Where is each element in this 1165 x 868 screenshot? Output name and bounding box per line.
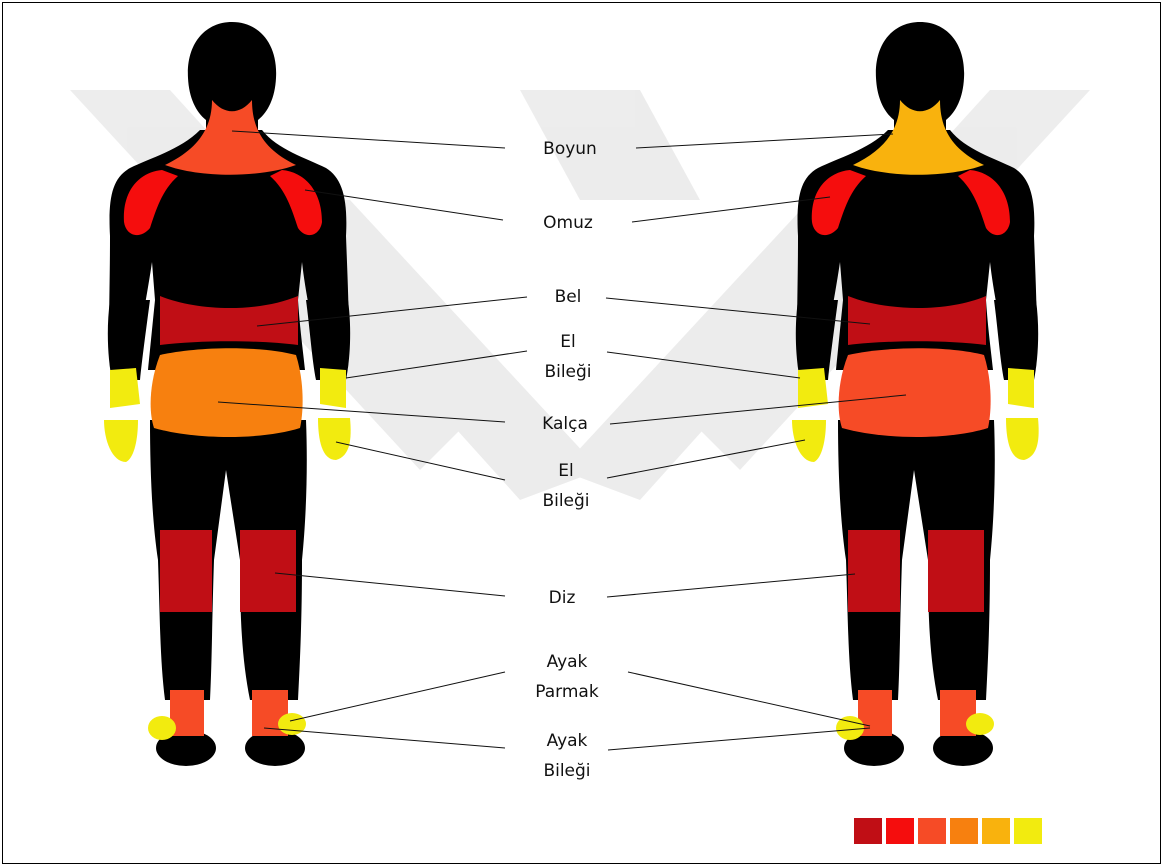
right-knee-zone (240, 530, 296, 612)
label-shoulder: Omuz (543, 213, 593, 233)
color-swatch-5 (982, 818, 1010, 844)
label-toe-line1: Ayak (547, 652, 588, 672)
label-wrist-1-line1: El (560, 332, 575, 352)
label-ankle-line2: Bileği (543, 761, 590, 781)
color-swatch-3 (918, 818, 946, 844)
right-hand-zone (318, 418, 351, 460)
hip-zone (839, 348, 991, 437)
right-wrist-zone (320, 368, 346, 408)
color-swatch-1 (854, 818, 882, 844)
label-toe-line2: Parmak (535, 682, 599, 702)
right-forearm (994, 300, 1038, 380)
left-wrist-zone (798, 368, 828, 408)
color-scale-legend (854, 818, 1042, 844)
left-hand-zone (104, 420, 138, 462)
left-toe-zone (148, 716, 176, 740)
right-hand-zone (1006, 418, 1039, 460)
label-wrist-1-line2: Bileği (544, 362, 591, 382)
left-knee-zone (160, 530, 212, 612)
color-swatch-4 (950, 818, 978, 844)
right-toe-zone (278, 713, 306, 735)
label-ankle-line1: Ayak (547, 731, 588, 751)
label-wrist-2-line2: Bileği (542, 491, 589, 511)
right-knee-zone (928, 530, 984, 612)
color-swatch-2 (886, 818, 914, 844)
left-knee-zone (848, 530, 900, 612)
label-knee: Diz (549, 588, 576, 608)
right-forearm (306, 300, 350, 380)
left-forearm (108, 300, 150, 380)
color-swatch-6 (1014, 818, 1042, 844)
right-wrist-zone (1008, 368, 1034, 408)
hip-zone (151, 348, 303, 437)
label-wrist-2-line1: El (558, 461, 573, 481)
right-toe-zone (966, 713, 994, 735)
left-hand-zone (792, 420, 826, 462)
label-waist: Bel (555, 287, 582, 307)
left-wrist-zone (110, 368, 140, 408)
label-neck: Boyun (543, 139, 597, 159)
label-hip: Kalça (542, 414, 588, 434)
